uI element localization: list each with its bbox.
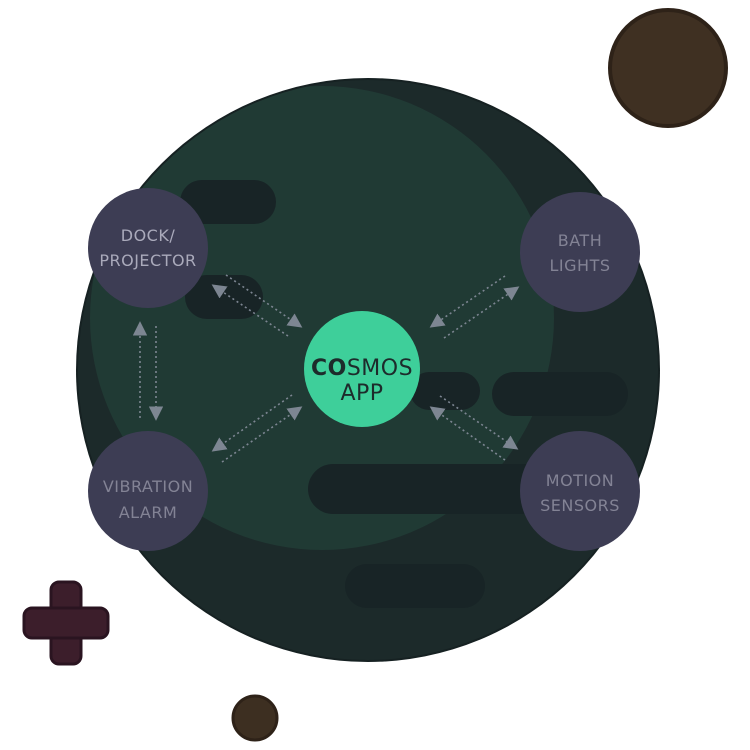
connector-vibration-to-center <box>221 406 303 463</box>
node-vibration-alarm[interactable]: VIBRATION ALARM <box>88 431 208 551</box>
crater <box>410 372 480 410</box>
center-title-rest: SMOS <box>347 356 413 381</box>
center-node-cosmos-app[interactable]: COSMOS APP <box>304 311 420 427</box>
connectors <box>132 274 520 463</box>
svg-text:COSMOS: COSMOS <box>311 356 413 381</box>
node-motion-line2: SENSORS <box>540 496 620 515</box>
node-vibration-line1: VIBRATION <box>103 477 193 496</box>
crater <box>492 372 628 416</box>
center-title-bold: CO <box>311 356 347 381</box>
crater <box>308 464 578 514</box>
node-bath-lights[interactable]: BATH LIGHTS <box>520 192 640 312</box>
crater <box>345 564 485 608</box>
small-moon <box>231 694 279 742</box>
cross-decoration <box>22 580 110 666</box>
node-vibration-line2: ALARM <box>119 503 178 522</box>
node-dock-line1: DOCK/ <box>121 226 176 245</box>
connector-center-to-vibration <box>211 394 293 452</box>
node-motion-line1: MOTION <box>546 471 614 490</box>
large-moon <box>608 8 728 128</box>
connector-center-to-motion <box>439 395 519 450</box>
node-bath-line1: BATH <box>558 231 602 250</box>
crater <box>180 180 276 224</box>
node-bath-line2: LIGHTS <box>550 256 611 275</box>
center-title-line2: APP <box>340 381 383 406</box>
node-dock-line2: PROJECTOR <box>99 251 196 270</box>
node-motion-sensors[interactable]: MOTION SENSORS <box>520 431 640 551</box>
node-dock-projector[interactable]: DOCK/ PROJECTOR <box>88 188 208 308</box>
